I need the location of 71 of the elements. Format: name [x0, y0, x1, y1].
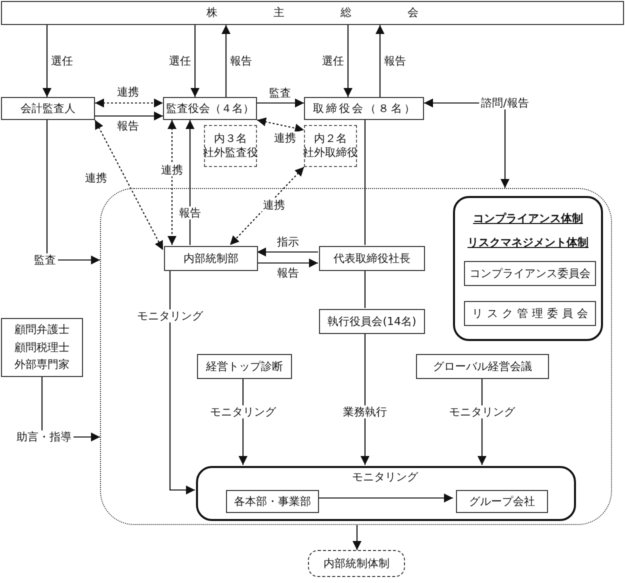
arrow: [352, 525, 362, 550]
edge-label: 連携: [272, 131, 298, 145]
arrow: [186, 120, 194, 245]
org-box: [1, 318, 83, 377]
edge-label: 報告: [382, 54, 408, 68]
edge-label: 連携: [261, 198, 287, 212]
arrow: [257, 248, 318, 256]
arrow: [376, 25, 384, 97]
edge-label: 諮問/報告: [479, 96, 531, 110]
arrow: [257, 258, 318, 268]
edge-label: モニタリング: [135, 309, 205, 323]
label-text: 社外取締役: [303, 146, 358, 160]
dotted-arrow: [168, 120, 176, 245]
arrow: [190, 25, 200, 97]
org-box: グループ会社: [456, 490, 548, 513]
dotted-arrow: [230, 166, 304, 246]
label-text: 顧問弁護士: [14, 322, 70, 337]
edge-label: モニタリング: [447, 405, 517, 419]
arrow: [42, 25, 52, 97]
note-box: [304, 125, 357, 167]
arrow: [46, 120, 100, 264]
edge-label: 助言・指導: [14, 430, 74, 444]
connector-line: [364, 120, 366, 245]
dotted-arrow: [256, 117, 304, 133]
edge-label: 監査: [267, 86, 293, 100]
org-box: 会計監査人: [1, 97, 95, 120]
edge-label: モニタリング: [350, 470, 420, 484]
edge-label: 選任: [49, 54, 75, 68]
arrow: [257, 98, 304, 108]
org-box: 各本部・事業部: [226, 490, 319, 513]
group-panel: [453, 196, 603, 341]
arrow: [169, 270, 195, 494]
edge-label: 連携: [83, 171, 109, 185]
org-box: 内部統制部: [164, 246, 258, 271]
result-box: 内部統制体制: [308, 550, 405, 577]
label-text: 社外監査役: [203, 146, 258, 160]
edge-label: 報告: [115, 119, 141, 133]
label-text: 外部専門家: [14, 358, 70, 372]
note-box: [204, 125, 257, 167]
org-box: 取締役会（８名）: [304, 97, 424, 120]
label-text: 内２名: [314, 132, 347, 146]
arrow: [344, 25, 352, 97]
edge-label: 選任: [320, 54, 346, 68]
label-text: 顧問税理士: [14, 340, 70, 354]
edge-label: 監査: [32, 253, 58, 267]
dotted-arrow: [95, 98, 163, 108]
org-box: 執行役員会(14名): [319, 309, 425, 334]
edge-label: 指示: [275, 235, 301, 249]
edge-label: 報告: [228, 54, 254, 68]
org-box: 代表取締役社長: [319, 246, 425, 271]
dotted-arrow: [94, 120, 164, 250]
org-box: コンプライアンス委員会: [464, 261, 596, 286]
org-box: リスク管理委員会: [464, 301, 596, 326]
arrow: [222, 25, 230, 97]
header-bar: 株主総会: [1, 1, 624, 25]
edge-label: 選任: [167, 54, 193, 68]
edge-label: 報告: [177, 206, 203, 220]
edge-label: 連携: [115, 85, 141, 99]
heading-text: コンプライアンス体制: [472, 212, 584, 226]
edge-label: 連携: [159, 163, 185, 177]
org-box: グローバル経営会議: [416, 354, 549, 379]
edge-label: 業務執行: [341, 405, 389, 419]
arrow: [360, 333, 370, 465]
edge-label: モニタリング: [208, 405, 278, 419]
arrow: [95, 112, 163, 120]
org-box: 監査役会（４名）: [163, 97, 257, 120]
org-box: 経営トップ診断: [197, 354, 292, 379]
label-text: 内３名: [214, 132, 247, 146]
edge-label: 報告: [275, 266, 301, 280]
connector-line: [364, 270, 366, 308]
heading-text: リスクマネジメント体制: [466, 236, 590, 250]
